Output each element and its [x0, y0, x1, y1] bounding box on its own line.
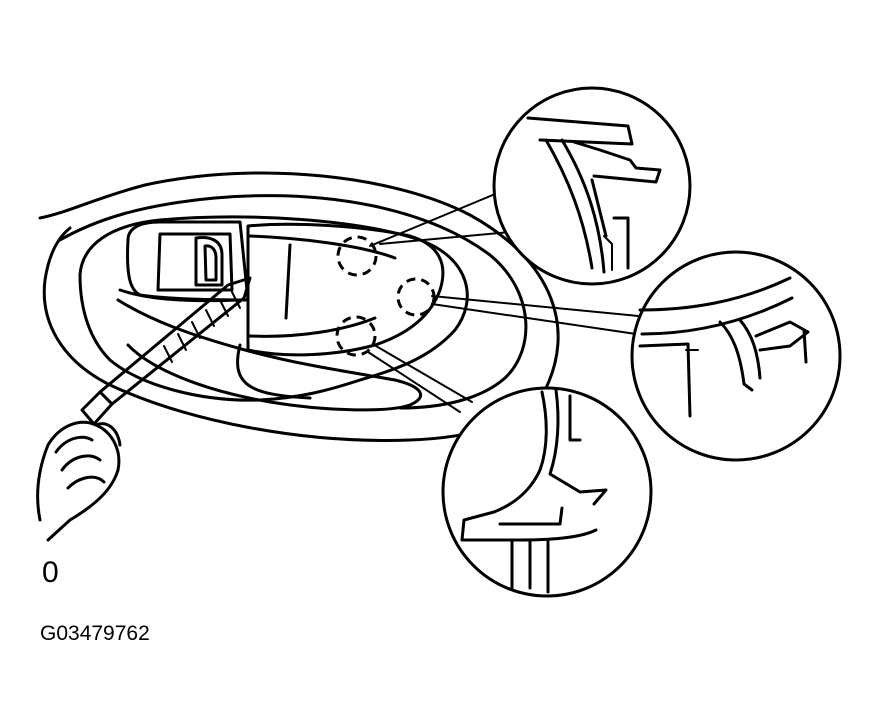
clip-detail-lower — [441, 386, 653, 598]
inside-handle — [118, 220, 445, 357]
figure-id: G03479762 — [40, 622, 150, 645]
clip-location-lower — [335, 315, 377, 357]
leader-lines — [367, 191, 639, 413]
screwdriver — [36, 276, 252, 542]
clip-detail-upper — [492, 86, 692, 286]
view-label: 0 — [42, 556, 59, 589]
handle-bezel — [78, 215, 469, 412]
clip-detail-right — [630, 250, 842, 462]
clip-location-upper — [336, 235, 378, 277]
